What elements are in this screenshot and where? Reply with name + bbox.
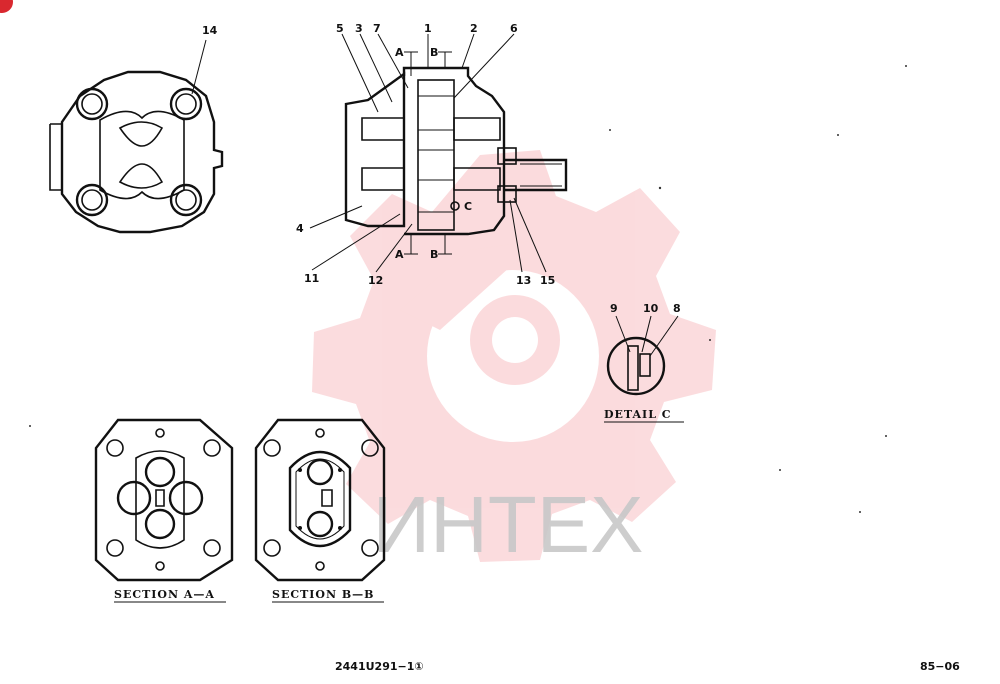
scan-specks — [29, 65, 907, 513]
section-bb-view — [254, 418, 386, 582]
watermark-logo — [312, 150, 716, 562]
callout-1: 1 — [424, 22, 432, 35]
callout-7: 7 — [373, 22, 381, 35]
callout-2: 2 — [470, 22, 478, 35]
section-bb-title: SECTION B—B — [272, 588, 374, 601]
drawing-number: 2441U291−1① — [335, 660, 424, 673]
callout-13: 13 — [516, 274, 531, 287]
section-aa-title: SECTION A—A — [114, 588, 215, 601]
detail-c-title: DETAIL C — [604, 408, 672, 421]
detail-mark-c: C — [464, 200, 472, 213]
callout-12: 12 — [368, 274, 383, 287]
callout-6: 6 — [510, 22, 518, 35]
callout-11: 11 — [304, 272, 319, 285]
callout-14: 14 — [202, 24, 218, 37]
pump-end-view — [49, 39, 224, 234]
callout-3: 3 — [355, 22, 363, 35]
callout-4: 4 — [296, 222, 304, 235]
date-code: 85−06 — [920, 660, 960, 673]
section-aa-view — [94, 418, 234, 582]
detail-c-view — [606, 315, 679, 396]
section-mark-b-bottom: B — [430, 248, 438, 261]
callout-8: 8 — [673, 302, 681, 315]
callout-9: 9 — [610, 302, 618, 315]
callout-10: 10 — [643, 302, 659, 315]
section-mark-a-bottom: A — [395, 248, 404, 261]
pump-side-view — [309, 33, 568, 273]
watermark-text: ИНТЕХ — [373, 480, 644, 569]
section-mark-b-top: B — [430, 46, 438, 59]
callout-15: 15 — [540, 274, 555, 287]
corner-badge — [0, 0, 13, 13]
section-mark-a-top: A — [395, 46, 404, 59]
callout-5: 5 — [336, 22, 344, 35]
